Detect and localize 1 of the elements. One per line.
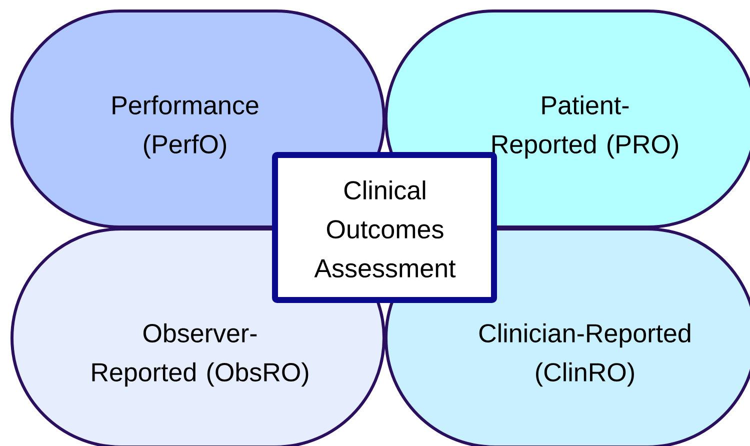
center-box: Clinical Outcomes Assessment xyxy=(272,152,497,303)
